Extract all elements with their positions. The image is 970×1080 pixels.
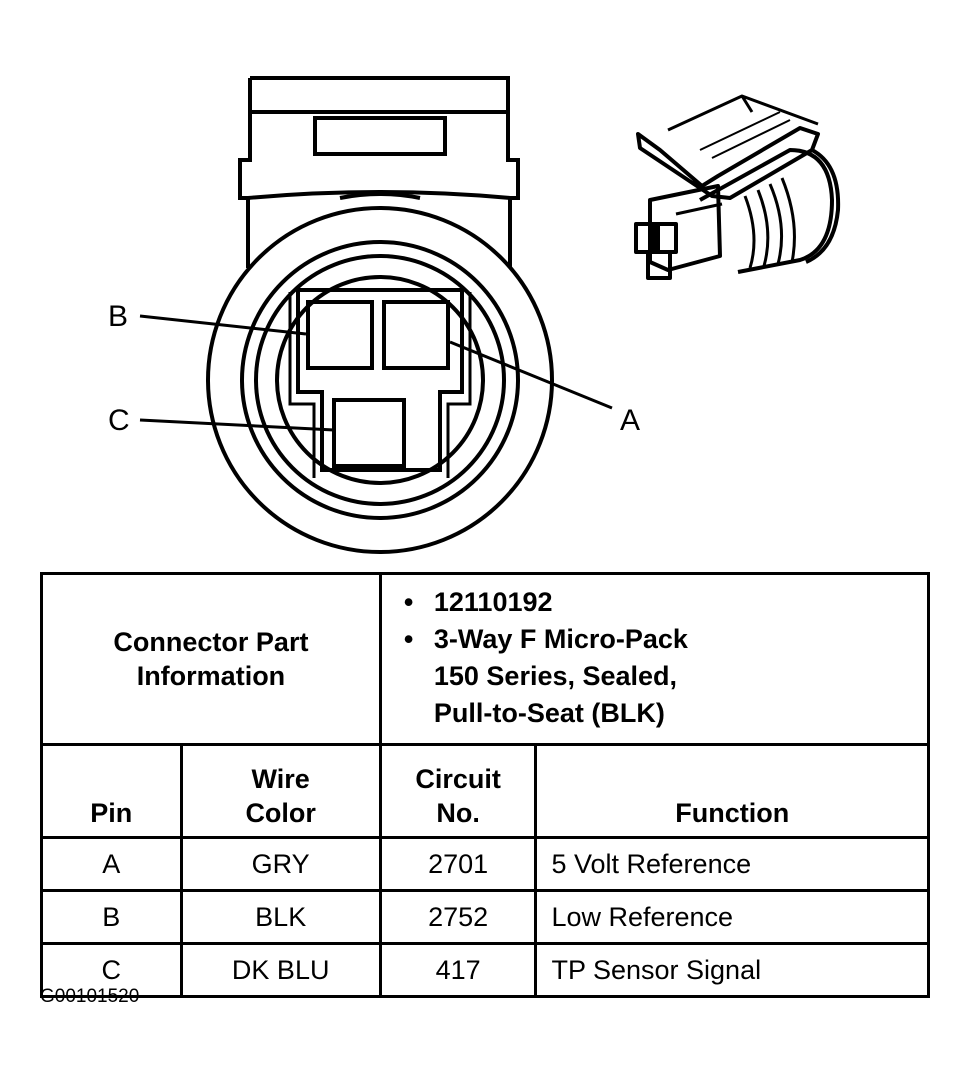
header-circuit: Circuit No. bbox=[378, 743, 538, 839]
connector-ring-2 bbox=[240, 240, 520, 520]
leader-line-a bbox=[449, 340, 613, 410]
row-pin: B bbox=[40, 889, 183, 945]
connector-description: 3-Way F Micro-Pack 150 Series, Sealed, P… bbox=[404, 621, 917, 732]
row-function: Low Reference bbox=[534, 889, 930, 945]
table-row: C DK BLU 417 TP Sensor Signal bbox=[40, 942, 930, 998]
connector-ring-3 bbox=[254, 254, 506, 506]
pin-c-terminal bbox=[332, 398, 406, 468]
header-wire-color: Wire Color bbox=[179, 743, 382, 839]
connector-body-back bbox=[805, 148, 841, 264]
connector-info-list: 12110192 3-Way F Micro-Pack 150 Series, … bbox=[404, 584, 917, 732]
connector-cavity-outline bbox=[296, 288, 464, 472]
connector-ring-4 bbox=[275, 275, 485, 485]
connector-cavity-inner bbox=[288, 292, 472, 478]
header-pin: Pin bbox=[40, 743, 183, 839]
connector-perspective-view bbox=[634, 94, 841, 280]
row-function: 5 Volt Reference bbox=[534, 836, 930, 892]
connector-face-view bbox=[206, 76, 554, 554]
connector-description-line3: Pull-to-Seat (BLK) bbox=[433, 698, 665, 728]
pin-label-c: C bbox=[108, 404, 130, 437]
connector-latch-slots bbox=[699, 111, 791, 159]
connector-description-line1: 3-Way F Micro-Pack bbox=[433, 624, 688, 654]
header-circuit-line2: No. bbox=[436, 798, 480, 828]
connector-info-details: 12110192 3-Way F Micro-Pack 150 Series, … bbox=[378, 572, 931, 746]
header-circuit-line1: Circuit bbox=[415, 764, 501, 794]
row-pin: C bbox=[40, 942, 183, 998]
row-pin: A bbox=[40, 836, 183, 892]
connector-latch bbox=[636, 126, 820, 200]
connector-info-label-line2: Information bbox=[136, 661, 286, 691]
connector-info-label: Connector Part Information bbox=[40, 572, 382, 746]
row-circuit: 2701 bbox=[378, 836, 538, 892]
row-wire-color: GRY bbox=[179, 836, 382, 892]
pin-label-a: A bbox=[620, 404, 640, 437]
connector-info-row: Connector Part Information 12110192 3-Wa… bbox=[40, 572, 931, 746]
connector-lock-window bbox=[313, 116, 447, 156]
connector-outer-ring bbox=[206, 206, 554, 554]
pin-a-terminal bbox=[382, 300, 450, 370]
pin-leader-lines bbox=[139, 314, 613, 432]
connector-description-line2: 150 Series, Sealed, bbox=[433, 661, 678, 691]
connector-spec-table: Connector Part Information 12110192 3-Wa… bbox=[40, 572, 931, 998]
header-function: Function bbox=[534, 743, 930, 839]
figure-id: G00101520 bbox=[40, 986, 140, 1007]
column-header-row: Pin Wire Color Circuit No. Function bbox=[40, 743, 930, 839]
connector-nose-edge bbox=[675, 202, 723, 216]
row-wire-color: BLK bbox=[179, 889, 382, 945]
connector-diagram: B C A bbox=[108, 76, 841, 554]
row-circuit: 2752 bbox=[378, 889, 538, 945]
connector-nose-cavity-3 bbox=[646, 250, 672, 280]
pin-b-terminal bbox=[306, 300, 374, 370]
leader-line-c bbox=[139, 418, 335, 432]
row-wire-color: DK BLU bbox=[179, 942, 382, 998]
table-row: A GRY 2701 5 Volt Reference bbox=[40, 836, 930, 892]
pin-label-b: B bbox=[108, 300, 128, 333]
row-circuit: 417 bbox=[378, 942, 538, 998]
connector-latch-top bbox=[667, 94, 819, 132]
connector-seal-ribs bbox=[743, 177, 796, 269]
row-function: TP Sensor Signal bbox=[534, 942, 930, 998]
table-row: B BLK 2752 Low Reference bbox=[40, 889, 930, 945]
part-number: 12110192 bbox=[404, 584, 917, 621]
header-wire-color-line2: Color bbox=[245, 798, 316, 828]
connector-lock-ridge bbox=[339, 192, 421, 200]
header-wire-color-line1: Wire bbox=[251, 764, 310, 794]
leader-line-b bbox=[139, 314, 307, 336]
connector-info-label-line1: Connector Part bbox=[113, 627, 309, 657]
connector-nose bbox=[648, 184, 722, 272]
